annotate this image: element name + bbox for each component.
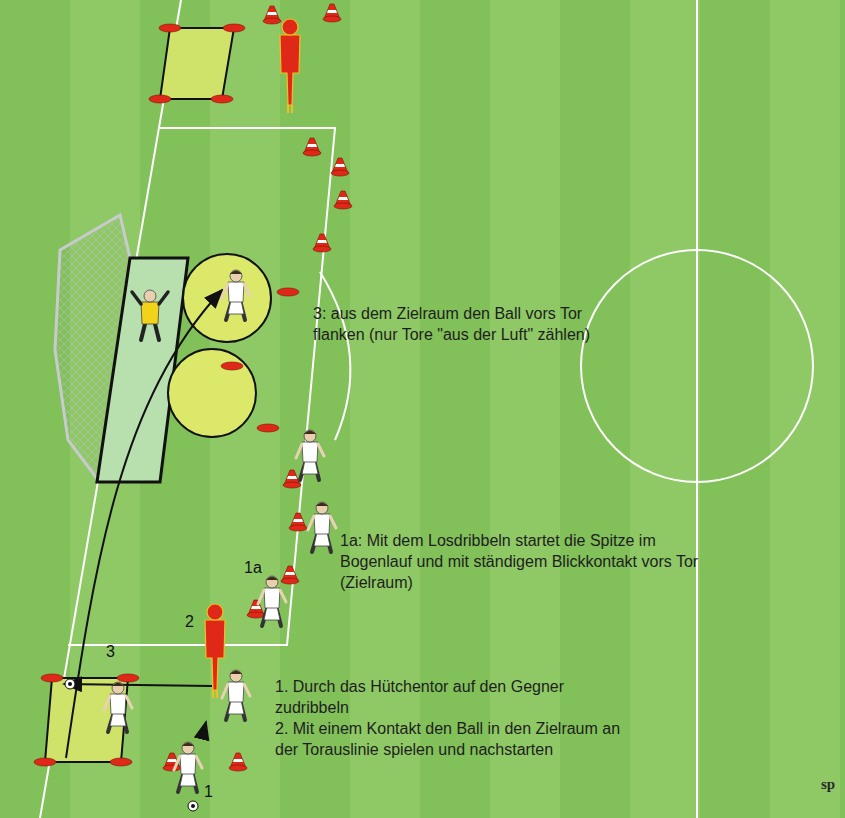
watermark: sp xyxy=(821,774,843,795)
exercise-note: 1a: Mit dem Losdribbeln startet die Spit… xyxy=(340,530,710,593)
callout-number: 3 xyxy=(106,641,126,662)
exercise-note: 2. Mit einem Kontakt den Ball in den Zie… xyxy=(275,718,635,760)
callout-number: 1a xyxy=(244,557,274,578)
exercise-note: 3: aus dem Zielraum den Ball vors Tor fl… xyxy=(313,303,603,345)
exercise-note: 1. Durch das Hütchentor auf den Gegner z… xyxy=(275,676,595,718)
callout-number: 2 xyxy=(185,611,205,632)
callout-number: 1 xyxy=(204,781,224,802)
